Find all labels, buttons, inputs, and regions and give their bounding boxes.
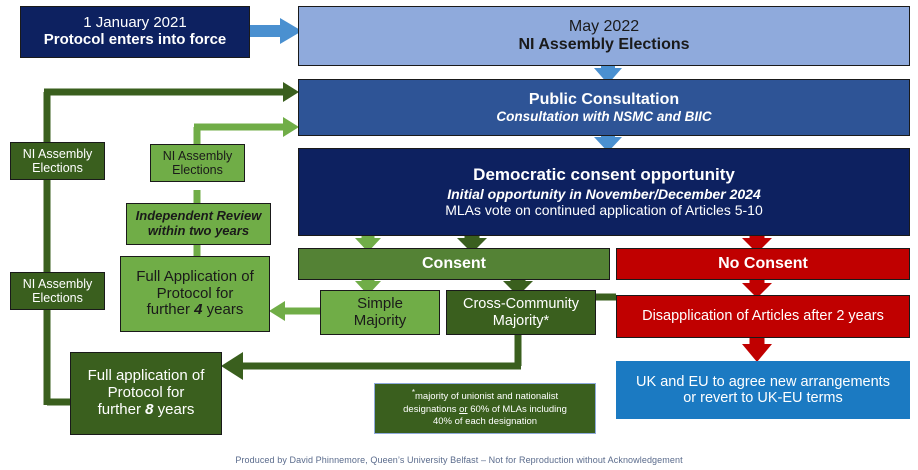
node-ni-elections-1[interactable]: NI Assembly Elections (10, 142, 105, 180)
node-ni-elections-2[interactable]: NI Assembly Elections (150, 144, 245, 182)
full4-line1: Full Application of (136, 267, 254, 285)
protocol-force-line2: Protocol enters into force (43, 31, 227, 48)
full4-line3: further 4 years (146, 301, 244, 319)
full8-line3: further 8 years (97, 400, 195, 419)
cross-community-to-full8 (221, 335, 522, 380)
simple-majority-to-full4 (269, 301, 320, 321)
ni-elections-1-line1: NI Assembly (22, 147, 93, 161)
footnote-line2-or: or (459, 403, 468, 415)
democratic-consent-line3: MLAs vote on continued application of Ar… (445, 202, 763, 219)
footnote-line1: *majority of unionist and nationalist (412, 388, 558, 404)
simple-majority-line1: Simple (357, 294, 403, 312)
footnote-line2-pre: designations (403, 403, 460, 415)
independent-review-line2: within two years (147, 223, 250, 238)
attribution-caption: Produced by David Phinnemore, Queen’s Un… (235, 455, 683, 465)
node-may-2022[interactable]: May 2022 NI Assembly Elections (298, 6, 910, 66)
arrow-protocol-to-may2022 (250, 18, 302, 44)
node-consent[interactable]: Consent (298, 248, 610, 280)
democratic-consent-line1: Democratic consent opportunity (473, 165, 735, 185)
node-simple-majority[interactable]: Simple Majority (320, 290, 440, 335)
ni-elections-2-line2: Elections (172, 163, 223, 177)
node-independent-review[interactable]: Independent Review within two years (126, 203, 271, 245)
public-consultation-line1: Public Consultation (528, 90, 680, 108)
arrow-disapp-to-ukeu (742, 337, 772, 362)
footnote-box: *majority of unionist and nationalist de… (374, 383, 596, 434)
democratic-consent-line2: Initial opportunity in November/December… (447, 186, 761, 203)
node-disapplication[interactable]: Disapplication of Articles after 2 years (616, 295, 910, 338)
uk-eu-line1: UK and EU to agree new arrangements (636, 373, 890, 390)
footnote-line2: designations or 60% of MLAs including (403, 404, 567, 417)
ni-elections-3-line1: NI Assembly (22, 277, 93, 291)
full4-line3-pre: further (146, 301, 195, 319)
disapplication-label: Disapplication of Articles after 2 years (642, 308, 884, 325)
protocol-force-line1: 1 January 2021 (83, 14, 187, 32)
footnote-line2-post: 60% of MLAs including (467, 403, 567, 415)
ni-elections-2-line1: NI Assembly (162, 149, 233, 163)
ni-elections-1-line2: Elections (32, 161, 83, 175)
node-public-consultation[interactable]: Public Consultation Consultation with NS… (298, 79, 910, 136)
full8-line3-pre: further (97, 400, 146, 418)
may2022-line2: NI Assembly Elections (518, 36, 690, 53)
independent-review-line1: Independent Review (135, 208, 262, 224)
full4-line3-post: years (202, 301, 244, 319)
node-uk-eu-terms[interactable]: UK and EU to agree new arrangements or r… (616, 361, 910, 419)
public-consultation-line2: Consultation with NSMC and BIIC (496, 108, 712, 124)
footnote-line3: 40% of each designation (432, 416, 538, 428)
node-full-application-4-years[interactable]: Full Application of Protocol for further… (120, 256, 270, 332)
node-full-application-8-years[interactable]: Full application of Protocol for further… (70, 352, 222, 435)
consent-label: Consent (422, 255, 486, 273)
full8-line1: Full application of (87, 367, 205, 385)
no-consent-label: No Consent (718, 255, 808, 273)
node-democratic-consent-opportunity[interactable]: Democratic consent opportunity Initial o… (298, 148, 910, 236)
uk-eu-line2: or revert to UK-EU terms (683, 390, 843, 406)
footnote-asterisk: * (411, 388, 415, 398)
footnote-line1-text: majority of unionist and nationalist (415, 391, 559, 403)
full8-years-value: 8 (145, 400, 154, 418)
node-no-consent[interactable]: No Consent (616, 248, 910, 280)
node-protocol-enters-force[interactable]: 1 January 2021 Protocol enters into forc… (20, 6, 250, 58)
full4-years-value: 4 (194, 301, 203, 319)
may2022-line1: May 2022 (568, 18, 640, 36)
cross-community-line2: Majority* (492, 312, 550, 329)
simple-majority-line2: Majority (353, 311, 407, 329)
node-cross-community-majority[interactable]: Cross-Community Majority* (446, 290, 596, 335)
full8-line3-post: years (153, 400, 195, 418)
arrow-nocons-to-disapp (742, 280, 772, 298)
full4-line2: Protocol for (156, 284, 234, 302)
ni-elections-3-line2: Elections (32, 291, 83, 305)
full8-line2: Protocol for (107, 384, 185, 402)
cross-community-line1: Cross-Community (462, 296, 579, 313)
node-ni-elections-3[interactable]: NI Assembly Elections (10, 272, 105, 310)
